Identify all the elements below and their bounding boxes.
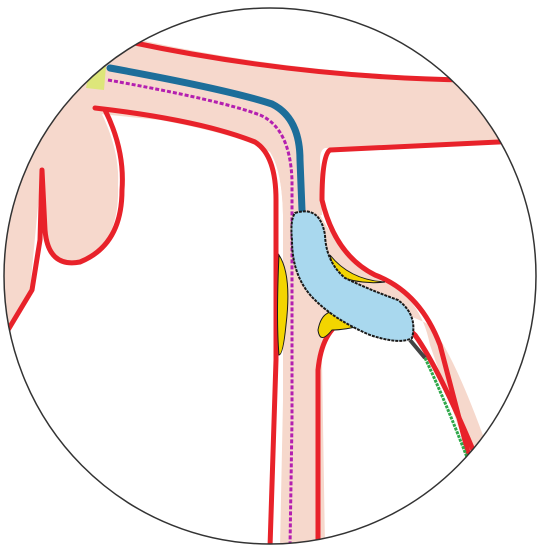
vessel-wall-branch-bottom [318,317,478,547]
plaque-corner [86,66,106,90]
clipped-content [0,40,541,547]
looped-vessel-left [0,110,118,340]
